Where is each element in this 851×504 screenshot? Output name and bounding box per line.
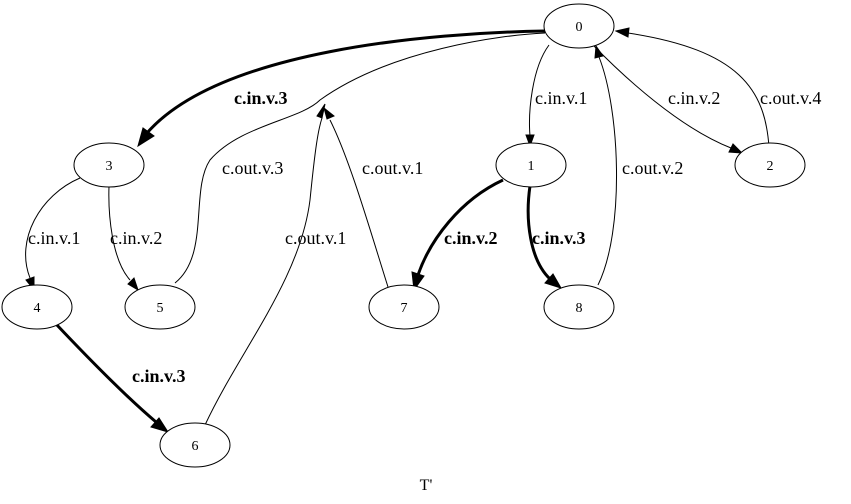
edge-8-0: c.out.v.2 bbox=[594, 44, 683, 286]
node-4: 4 bbox=[1, 284, 73, 330]
node-label-1: 1 bbox=[528, 159, 535, 174]
edge-4-6: c.in.v.3 bbox=[54, 322, 186, 433]
edge-label-0-2: c.in.v.2 bbox=[668, 88, 720, 108]
edge-label-6-0: c.out.v.1 bbox=[285, 228, 346, 248]
node-label-8: 8 bbox=[576, 301, 583, 316]
node-7: 7 bbox=[368, 284, 440, 330]
edge-label-2-0: c.out.v.4 bbox=[760, 88, 821, 108]
edge-0-2: c.in.v.2 bbox=[592, 44, 744, 154]
edges: c.in.v.3 c.in.v.1 c.in.v.2 c.out.v.4 c.o… bbox=[25, 27, 821, 433]
edge-5-0: c.out.v.3 bbox=[174, 32, 546, 284]
edge-6-0: c.out.v.1 bbox=[204, 117, 346, 426]
node-label-7: 7 bbox=[401, 301, 408, 316]
edge-0-1: c.in.v.1 bbox=[525, 44, 587, 148]
node-0: 0 bbox=[543, 3, 615, 49]
edge-label-4-6: c.in.v.3 bbox=[132, 366, 186, 386]
edge-1-7: c.in.v.2 bbox=[411, 178, 504, 292]
edge-label-8-0: c.out.v.2 bbox=[622, 158, 683, 178]
node-label-0: 0 bbox=[576, 20, 583, 35]
edge-1-8: c.in.v.3 bbox=[526, 185, 586, 289]
node-label-5: 5 bbox=[157, 301, 164, 316]
edge-0-3: c.in.v.3 bbox=[137, 29, 546, 148]
edge-label-0-1: c.in.v.1 bbox=[535, 88, 587, 108]
edge-label-1-8: c.in.v.3 bbox=[532, 228, 586, 248]
node-2: 2 bbox=[734, 142, 806, 188]
node-label-4: 4 bbox=[34, 301, 41, 316]
edge-2-0: c.out.v.4 bbox=[614, 27, 821, 148]
edge-7-0: c.out.v.1 bbox=[323, 106, 423, 288]
edge-label-1-7: c.in.v.2 bbox=[444, 228, 498, 248]
node-6: 6 bbox=[159, 422, 231, 468]
edge-label-0-3: c.in.v.3 bbox=[234, 88, 288, 108]
node-3: 3 bbox=[73, 142, 145, 188]
edge-label-3-4: c.in.v.1 bbox=[28, 228, 80, 248]
node-1: 1 bbox=[495, 142, 567, 188]
edge-label-3-5: c.in.v.2 bbox=[110, 228, 162, 248]
node-5: 5 bbox=[124, 284, 196, 330]
edge-3-5: c.in.v.2 bbox=[108, 185, 162, 292]
edge-label-7-0: c.out.v.1 bbox=[362, 158, 423, 178]
node-8: 8 bbox=[543, 284, 615, 330]
edge-3-4: c.in.v.1 bbox=[25, 177, 80, 292]
nodes: 0 1 2 3 4 5 6 7 bbox=[1, 3, 806, 468]
node-label-6: 6 bbox=[192, 439, 199, 454]
node-label-2: 2 bbox=[767, 159, 774, 174]
graph-title: T' bbox=[420, 477, 433, 494]
edge-label-5-0: c.out.v.3 bbox=[222, 158, 283, 178]
node-label-3: 3 bbox=[106, 159, 113, 174]
